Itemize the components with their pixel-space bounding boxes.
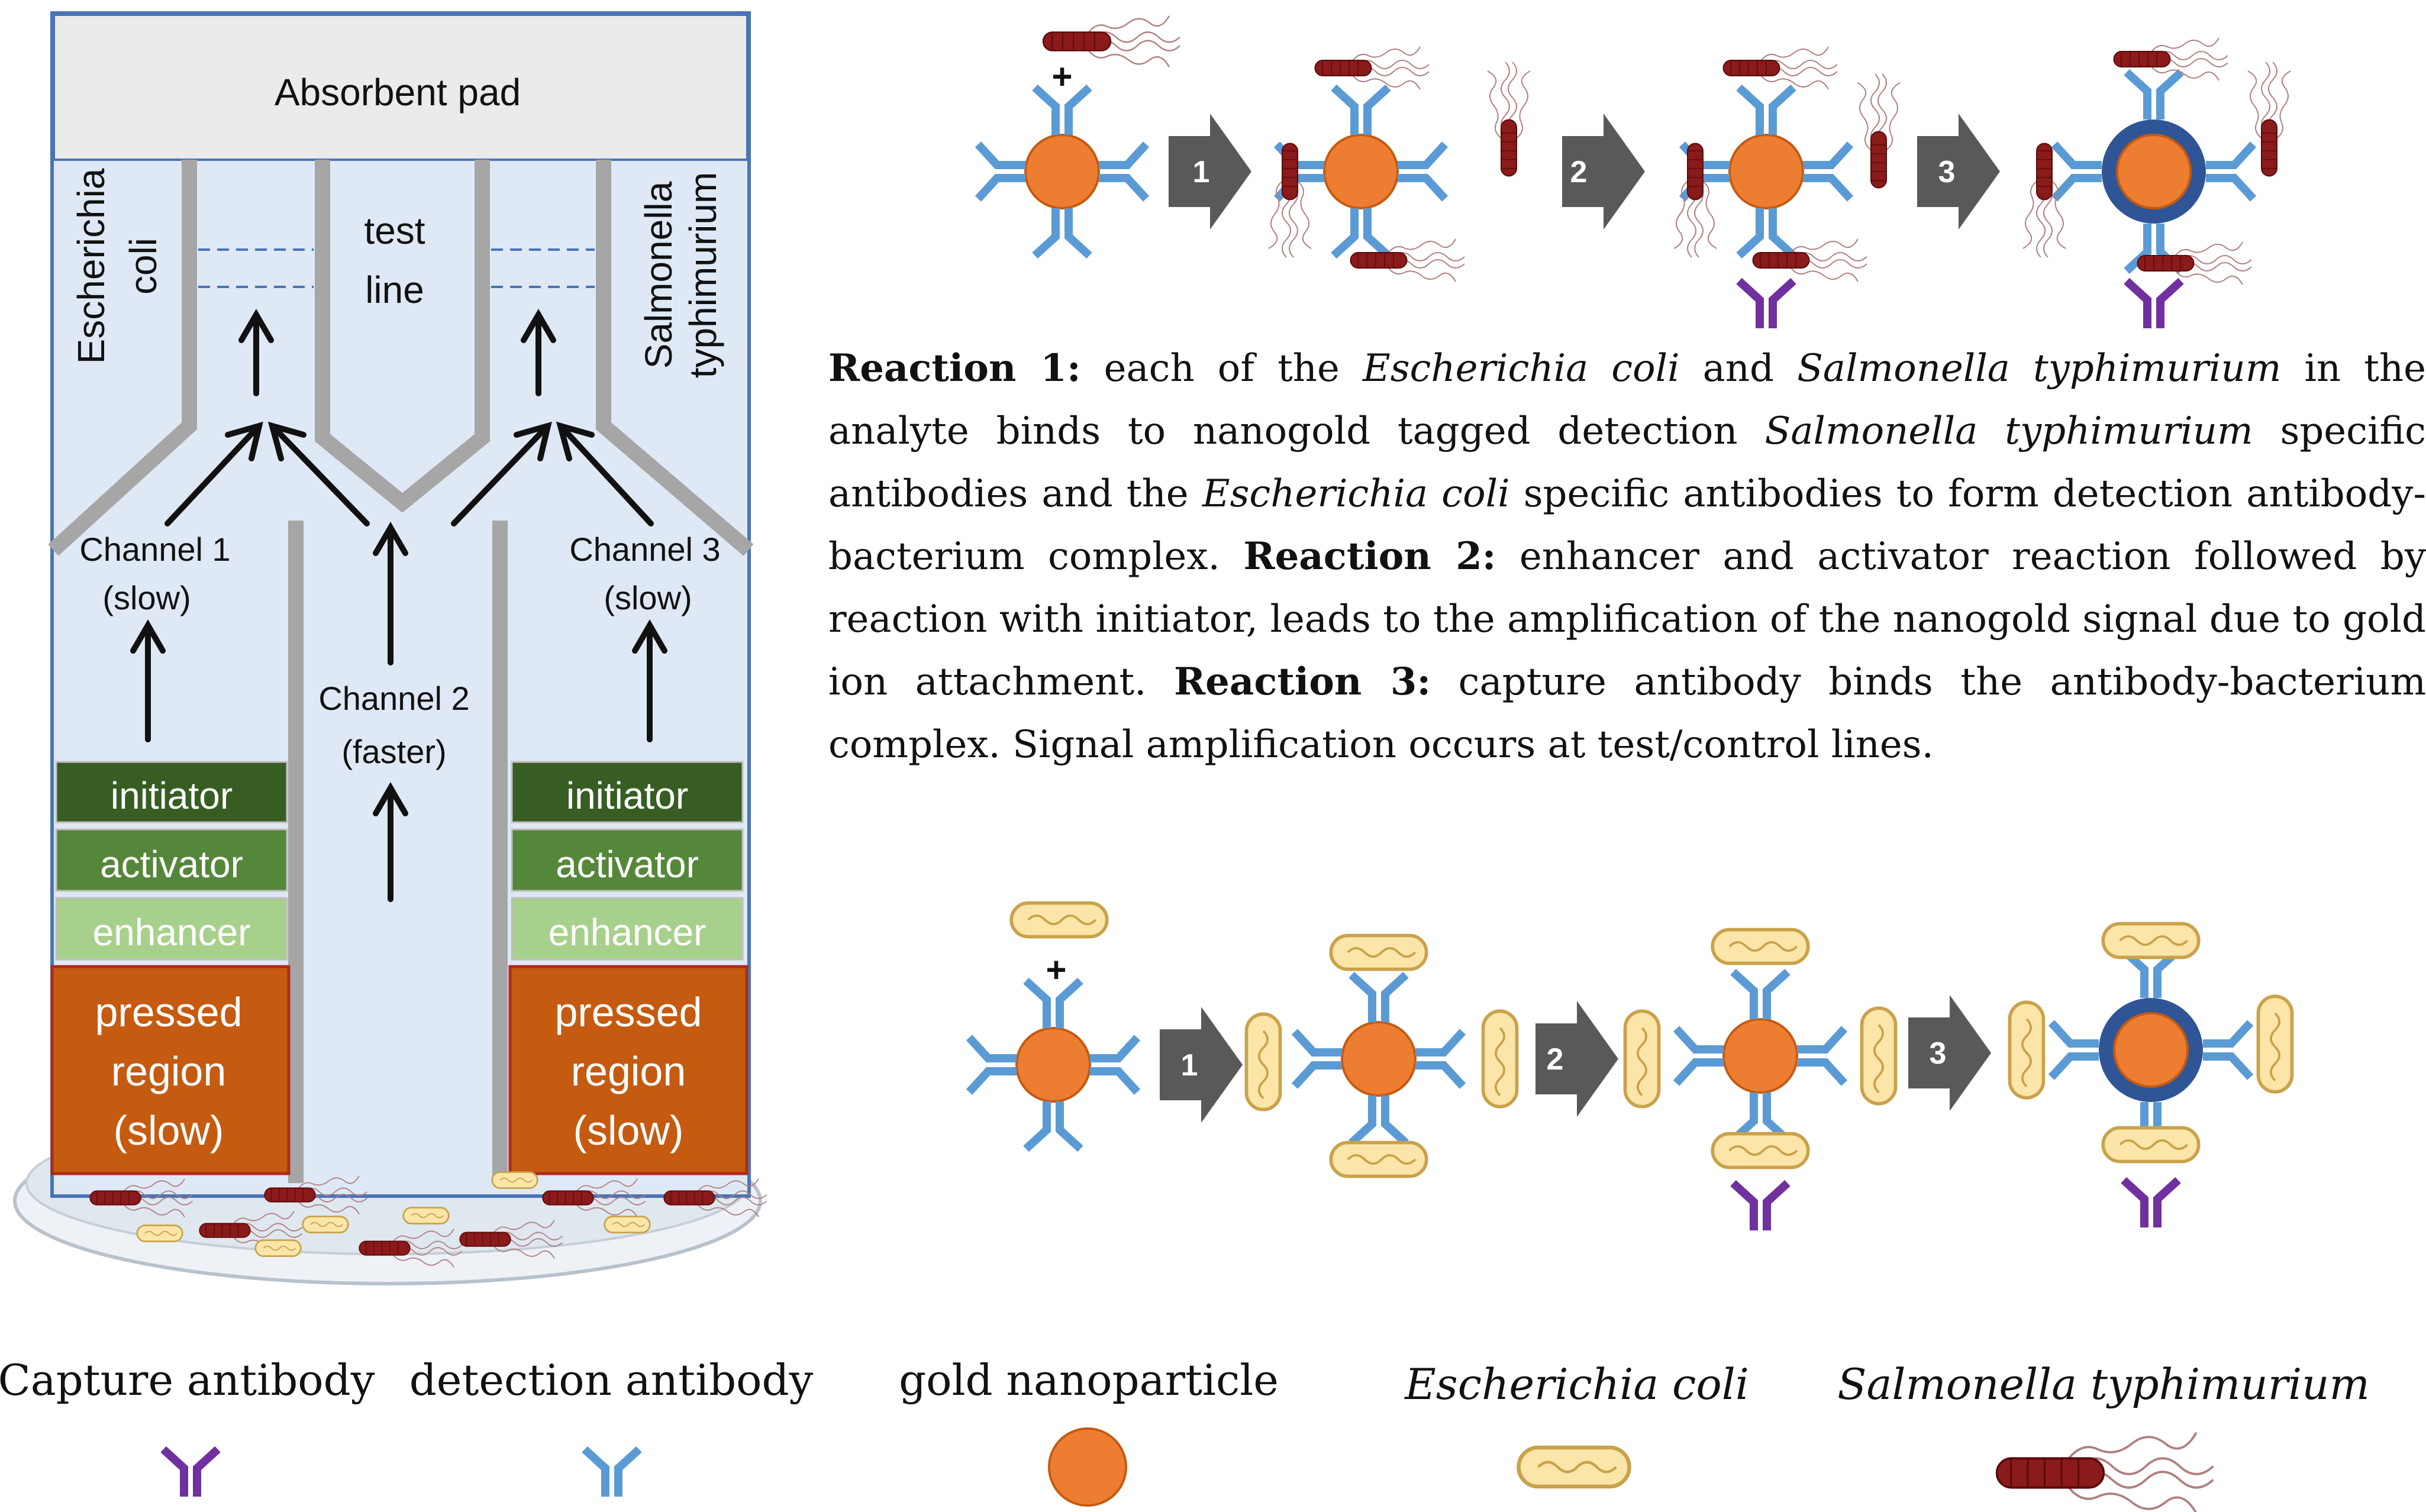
reaction3-label: Reaction 3: — [1173, 660, 1431, 704]
channel-walls — [48, 160, 754, 1183]
stage-1-salmonella — [1268, 46, 1531, 282]
left-pressed-1: pressed — [95, 989, 242, 1035]
lane-label-salmonella-2: typhimurium — [682, 172, 724, 379]
channel1-label: Channel 1 — [79, 531, 230, 568]
reaction1-text-a: each of the — [1080, 347, 1363, 390]
stage-0-salmonella: + — [978, 15, 1181, 256]
left-pressed-2: region — [111, 1048, 227, 1094]
absorbent-pad-label: Absorbent pad — [275, 71, 521, 114]
stage-3-salmonella — [2022, 37, 2291, 328]
legend-salmonella-label: Salmonella typhimurium — [1837, 1359, 2370, 1409]
reaction1-text-d: specific antibodies and the — [828, 409, 2426, 516]
legend-gold-label: gold nanoparticle — [899, 1355, 1279, 1405]
right-pressed-2: region — [571, 1048, 686, 1094]
right-pressed-1: pressed — [554, 989, 702, 1035]
reaction1-text-e: specific antibodies to form detection an… — [828, 472, 2426, 579]
channel3-speed: (slow) — [604, 579, 692, 616]
legend-ecoli-icon — [1519, 1448, 1630, 1487]
reaction1-label: Reaction 1: — [828, 346, 1081, 390]
channel2-label: Channel 2 — [318, 680, 469, 717]
channel1-speed: (slow) — [102, 579, 191, 616]
legend-ecoli-label: Escherichia coli — [1404, 1359, 1749, 1409]
stage-2-salmonella — [1673, 46, 1901, 328]
legend-detection-label: detection antibody — [409, 1355, 814, 1405]
absorbent-pad — [53, 14, 749, 161]
right-initiator: initiator — [566, 774, 688, 817]
legend-detection-antibody-icon — [585, 1449, 639, 1497]
legend: Capture antibody detection antibody gold… — [0, 1355, 2370, 1512]
step-number-4: 1 — [1181, 1048, 1198, 1083]
plus-sign: + — [1051, 57, 1072, 96]
left-enhancer: enhancer — [93, 911, 251, 954]
stage-1-ecoli — [1247, 936, 1517, 1177]
reaction1-text-c: in the analyte binds to nanogold tagged … — [828, 347, 2426, 453]
flow-arrows — [130, 309, 667, 902]
plus-sign-2: + — [1046, 950, 1066, 990]
step-number-6: 3 — [1930, 1036, 1947, 1071]
reaction-row-ecoli: + 1 2 3 — [969, 903, 2292, 1231]
test-line-label-1: test — [364, 209, 425, 252]
step-number-3: 3 — [1938, 155, 1956, 189]
test-line-label-2: line — [365, 269, 424, 311]
stage-3-ecoli — [2010, 924, 2292, 1228]
left-pressed-3: (slow) — [114, 1107, 224, 1154]
step-arrow-3 — [1917, 114, 2000, 230]
step-number-2: 2 — [1570, 155, 1588, 189]
test-line-marks — [198, 248, 595, 288]
step-arrow-6 — [1908, 995, 1991, 1111]
stage-2-ecoli — [1625, 930, 1896, 1231]
reaction1-salmonella: Salmonella typhimurium — [1797, 347, 2282, 390]
legend-capture-label: Capture antibody — [0, 1355, 375, 1405]
step-number-1: 1 — [1193, 155, 1210, 189]
left-initiator: initiator — [111, 774, 233, 817]
stage-0-ecoli: + — [969, 903, 1137, 1149]
step-arrow-4 — [1160, 1007, 1243, 1123]
reaction1-salmonella-2: Salmonella typhimurium — [1764, 409, 2253, 453]
reaction-description: Reaction 1: each of the Escherichia coli… — [828, 337, 2426, 776]
right-reagent-stack: initiator activator enhancer pressed reg… — [508, 761, 749, 1175]
right-enhancer: enhancer — [549, 911, 706, 954]
step-arrow-1 — [1169, 114, 1251, 230]
right-pressed-3: (slow) — [573, 1107, 684, 1154]
reaction2-label: Reaction 2: — [1243, 534, 1496, 579]
reaction1-ecoli-2: Escherichia coli — [1202, 472, 1510, 516]
left-reagent-stack: initiator activator enhancer pressed reg… — [50, 761, 291, 1175]
channel3-label: Channel 3 — [569, 531, 720, 568]
legend-capture-antibody-icon — [163, 1449, 218, 1497]
right-activator: activator — [556, 843, 699, 886]
lane-label-salmonella-1: Salmonella — [637, 181, 680, 369]
legend-gold-nanoparticle-icon — [1048, 1427, 1127, 1507]
reaction-row-salmonella: + 1 2 — [978, 15, 2291, 328]
reaction1-text-b: and — [1679, 347, 1798, 390]
legend-salmonella-icon — [1995, 1431, 2215, 1512]
reaction3-text: capture antibody binds the antibody-bact… — [828, 660, 2426, 767]
reaction1-ecoli: Escherichia coli — [1362, 347, 1680, 390]
lane-label-ecoli-1: Escherichia — [70, 168, 112, 364]
reaction2-text: enhancer and activator reaction followed… — [828, 535, 2426, 704]
lateral-flow-strip: Absorbent pad Escherichia coli Salmonell… — [13, 11, 767, 1285]
left-activator: activator — [100, 843, 243, 886]
lane-label-ecoli-2: coli — [122, 238, 164, 295]
channel2-speed: (faster) — [341, 733, 446, 770]
step-number-5: 2 — [1547, 1042, 1564, 1077]
